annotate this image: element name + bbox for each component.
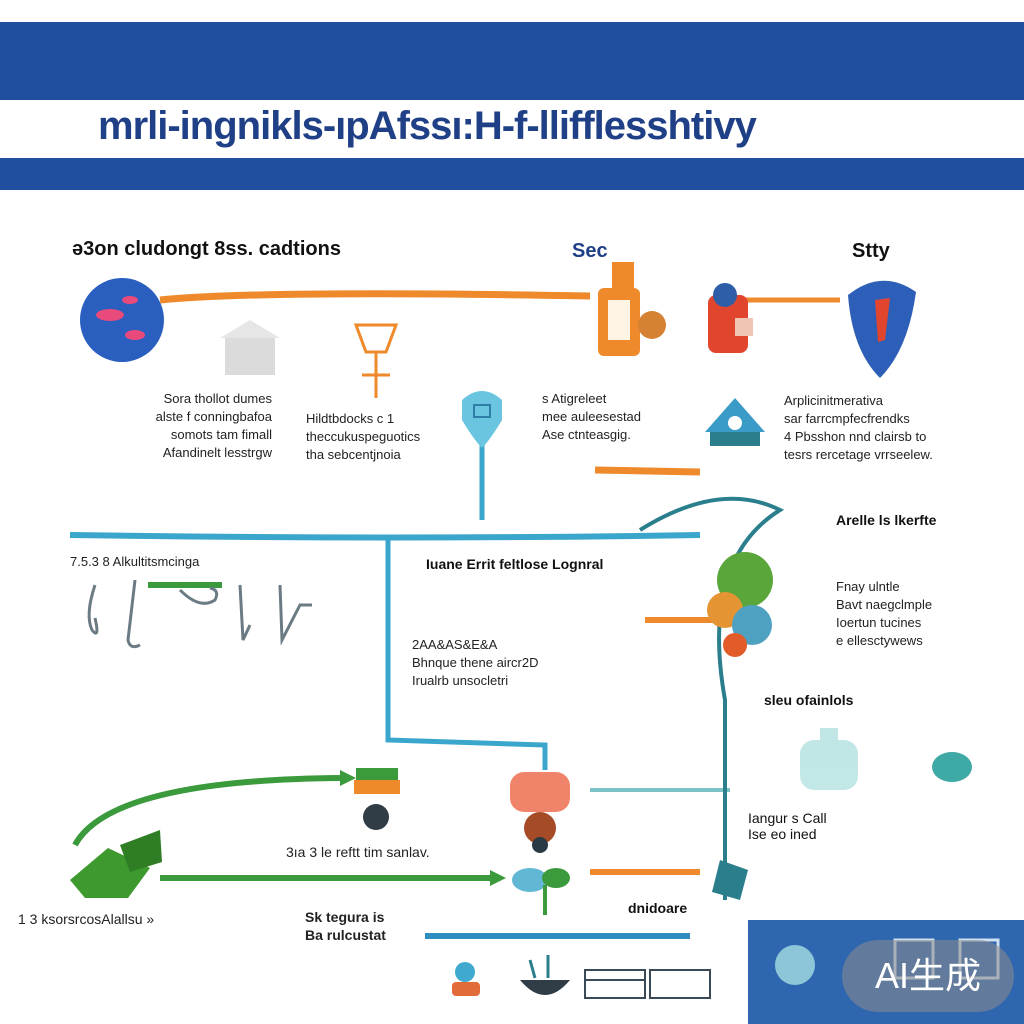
teal-disc-icon xyxy=(932,752,972,782)
text-k-line: Ise eo ined xyxy=(748,826,817,842)
text-block-e: Arelle ls lkerfte xyxy=(836,512,937,528)
valve-icon xyxy=(354,768,400,830)
connector-green-upper xyxy=(72,775,341,847)
text-block-a: Sora thollot dumes alste f conningbafoa … xyxy=(92,390,272,462)
top-band xyxy=(0,22,1024,100)
house-icon xyxy=(705,398,765,446)
text-i-line: Bhnque thene aircr2D xyxy=(412,655,539,670)
pig-icon xyxy=(510,772,570,853)
text-d-line: sar farrcmpfecfrendks xyxy=(784,411,910,426)
text-c-line: Ase ctnteasgig. xyxy=(542,427,631,442)
person-icon xyxy=(452,962,480,996)
panel-icon xyxy=(584,969,711,999)
text-c-line: s Atigreleet xyxy=(542,391,607,406)
text-a-line: Afandinelt lesstrgw xyxy=(162,445,272,460)
diamond-icon xyxy=(712,860,748,900)
plant-icon xyxy=(512,868,570,915)
text-block-o: dnidoare xyxy=(628,900,688,916)
text-b-line: tha sebcentjnoia xyxy=(306,447,401,462)
text-a-line: Sora thollot dumes xyxy=(163,391,272,406)
bowl-icon xyxy=(520,955,570,995)
shield-icon xyxy=(848,280,916,378)
text-block-d: Arplicinitmerativa sar farrcmpfecfrendks… xyxy=(784,392,933,464)
text-d-line: tesrs rercetage vrrseelew. xyxy=(784,447,933,462)
text-d-line: Arplicinitmerativa xyxy=(784,393,883,408)
text-block-i: 2AA&AS&E&A Bhnque thene aircr2D Irualrb … xyxy=(412,636,538,690)
sphere-icon xyxy=(775,945,815,985)
top-band-lower xyxy=(0,158,1024,190)
text-i-line: 2AA&AS&E&A xyxy=(412,637,498,652)
text-c-line: mee auleesestad xyxy=(542,409,642,424)
connector-cyan-vertical xyxy=(385,540,548,770)
page-title: mrli-ingnikls-ıpAfssı:H-f-llifflesshtivy xyxy=(98,104,757,148)
text-n-line: Ba rulcustat xyxy=(305,927,386,943)
tools-icon xyxy=(87,579,312,649)
text-b-line: Hildtbdocks c 1 xyxy=(306,411,395,426)
text-block-g: Iuane Errit feltlose Lognral xyxy=(426,556,604,572)
connector-cyan-horizontal xyxy=(69,532,701,541)
text-n-line: Sk tegura is xyxy=(305,909,385,925)
connector-orange-top xyxy=(159,290,591,304)
text-b-line: theccukuspeguotics xyxy=(306,429,421,444)
connector-orange-mid xyxy=(594,466,701,476)
text-d-line: 4 Pbsshon nnd clairsb to xyxy=(784,429,927,444)
text-k-line: Iangur s Call xyxy=(748,810,827,826)
faded-tank-icon xyxy=(800,728,858,790)
text-h-line: Ioertun tucines xyxy=(836,615,922,630)
leaves-icon xyxy=(70,830,162,898)
text-block-k: Iangur s Call Ise eo ined xyxy=(748,810,827,842)
arrowhead-green-lower xyxy=(490,870,506,886)
robot-icon xyxy=(708,283,753,353)
machine-icon xyxy=(598,262,666,356)
text-block-f: 7.5.3 8 Alkultitsmcinga xyxy=(70,554,200,569)
header-right: Stty xyxy=(852,240,890,262)
text-block-l: 3ıa 3 le reftt tim sanlav. xyxy=(286,844,430,860)
text-a-line: somots tam fimall xyxy=(170,427,272,442)
header-left: ǝ3on cludongt 8ss. cadtions xyxy=(72,238,341,260)
header-center: Sec xyxy=(572,240,608,262)
title-bar: mrli-ingnikls-ıpAfssı:H-f-llifflesshtivy xyxy=(0,100,1024,158)
arrowhead-green-upper xyxy=(340,770,356,786)
text-block-b: Hildtbdocks c 1 theccukuspeguotics tha s… xyxy=(306,410,420,464)
fruit-basket-icon xyxy=(707,552,773,657)
ai-generated-badge: AI生成 xyxy=(842,940,1014,1012)
lamp-icon xyxy=(353,323,399,398)
text-h-line: e ellesctywews xyxy=(836,633,923,648)
connector-teal-arc xyxy=(638,496,785,900)
text-block-m: 1 3 ksorsrcosAlallsu » xyxy=(18,911,155,927)
text-h-line: Fnay ulntle xyxy=(836,579,900,594)
text-block-c: s Atigreleet mee auleesestad Ase ctnteas… xyxy=(542,390,641,444)
text-block-h: Fnay ulntle Bavt naegclmple Ioertun tuci… xyxy=(836,578,932,650)
text-h-line: Bavt naegclmple xyxy=(836,597,933,612)
text-a-line: alste f conningbafoa xyxy=(155,409,272,424)
text-block-j: sleu ofainlols xyxy=(764,692,854,708)
globe-icon xyxy=(80,278,164,362)
text-block-n: Sk tegura is Ba rulcustat xyxy=(305,908,386,944)
pin-icon xyxy=(462,391,502,448)
text-i-line: Irualrb unsocletri xyxy=(412,673,509,688)
building-icon xyxy=(220,320,280,375)
